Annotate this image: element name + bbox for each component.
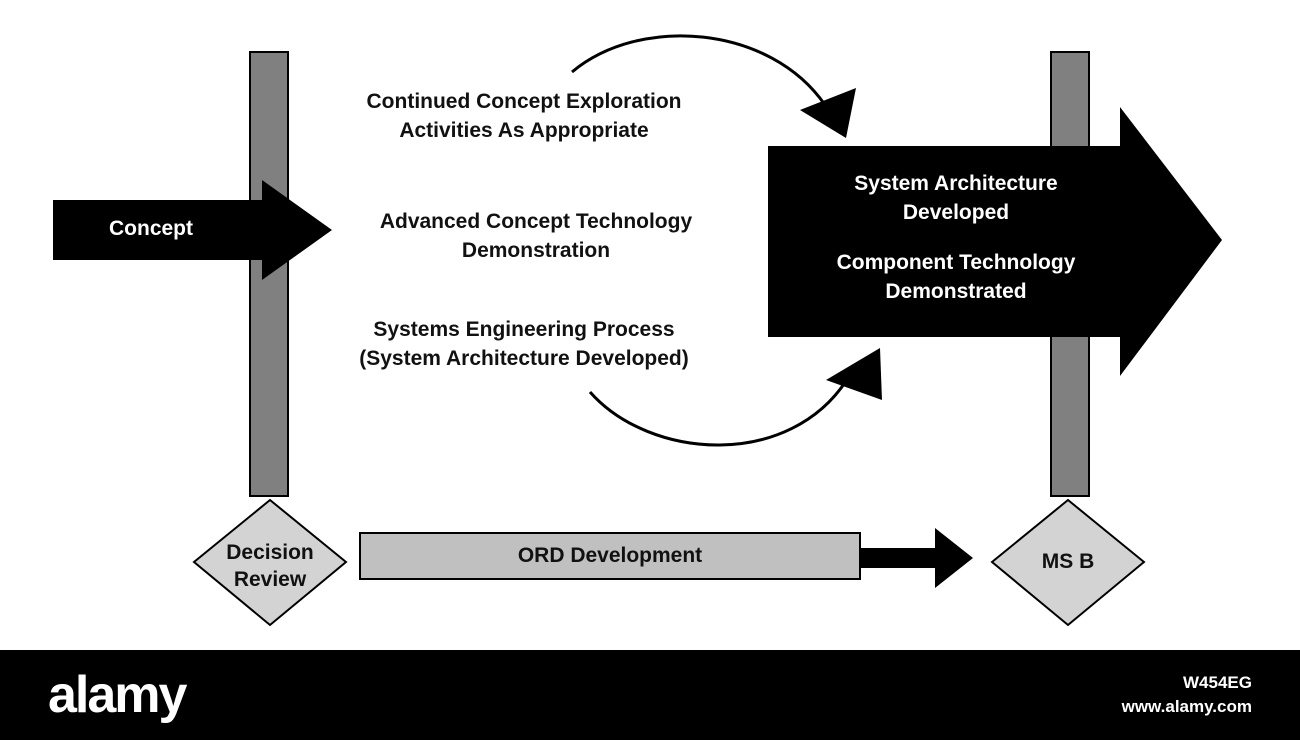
- ms-b-diamond: [990, 498, 1146, 627]
- diagram-graphics: [53, 34, 1222, 627]
- concept-label: Concept: [109, 217, 193, 240]
- brand-logo: alamy: [48, 666, 187, 724]
- activity-3-line-1: Systems Engineering Process: [373, 318, 675, 341]
- activity-2-line-1: Advanced Concept Technology: [379, 210, 693, 233]
- top-curve-arrowhead: [800, 88, 856, 138]
- activity-2-line-2: Demonstration: [461, 239, 611, 262]
- ord-development-label: ORD Development: [517, 544, 703, 567]
- decision-review-line-2: Review: [233, 568, 307, 591]
- concept-arrow: [53, 180, 332, 280]
- outcome-1-line-1: System Architecture: [854, 172, 1058, 195]
- concept-refinement-diagram: Concept Continued Concept Exploration Ac…: [53, 34, 1222, 627]
- outcome-2-line-1: Component Technology: [836, 251, 1076, 274]
- ord-development-arrow: [860, 528, 973, 588]
- outcome-2-line-2: Demonstrated: [885, 280, 1027, 303]
- activity-3-line-2: (System Architecture Developed): [359, 347, 689, 370]
- outcome-arrow: [768, 107, 1222, 376]
- image-url: www.alamy.com: [1121, 697, 1252, 716]
- outcome-1-line-2: Developed: [902, 201, 1010, 224]
- bottom-curve-arrow: [588, 377, 850, 447]
- watermark-footer: alamy W454EG www.alamy.com: [0, 650, 1300, 740]
- bottom-curve-arrowhead: [826, 348, 882, 400]
- decision-review-diamond: [192, 498, 348, 627]
- top-curve-arrow: [571, 34, 827, 106]
- activity-1-line-2: Activities As Appropriate: [399, 119, 649, 142]
- ms-b-label: MS B: [1041, 550, 1095, 573]
- activity-1-line-1: Continued Concept Exploration: [366, 90, 682, 113]
- decision-review-line-1: Decision: [226, 541, 314, 564]
- image-id: W454EG: [1183, 673, 1252, 692]
